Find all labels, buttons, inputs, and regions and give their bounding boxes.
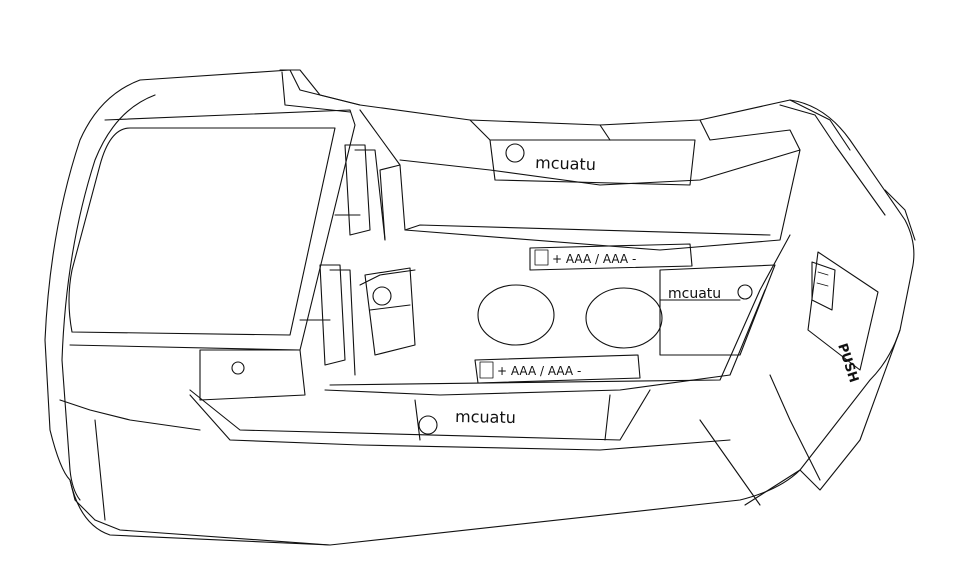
push-button[interactable]: PUSH — [807, 251, 879, 385]
housing-outline — [44, 69, 916, 546]
push-button-label: PUSH — [834, 342, 861, 385]
brand-text-side: mcuatu — [668, 286, 721, 302]
battery-label-lower: + AAA / AAA - — [474, 354, 641, 384]
screw-hole-top — [505, 143, 525, 163]
battery-cavity — [324, 109, 801, 396]
coin-hole-right — [585, 287, 663, 349]
brand-text-top: mcuatu — [535, 153, 596, 174]
battery-label-upper: + AAA / AAA - — [529, 243, 693, 271]
latch-ribs — [299, 144, 416, 376]
front-step — [189, 349, 731, 451]
coin-cell-holes — [477, 284, 663, 349]
left-pad — [68, 69, 361, 351]
brand-text-bottom: mcuatu — [455, 407, 516, 427]
screw-hole-bottom — [418, 415, 438, 435]
coin-hole-left — [477, 284, 555, 346]
screw-hole-side — [737, 284, 753, 300]
right-side-edges — [699, 99, 886, 506]
battery-label-upper-text: + AAA / AAA - — [552, 252, 636, 266]
battery-label-lower-text: + AAA / AAA - — [497, 364, 581, 378]
